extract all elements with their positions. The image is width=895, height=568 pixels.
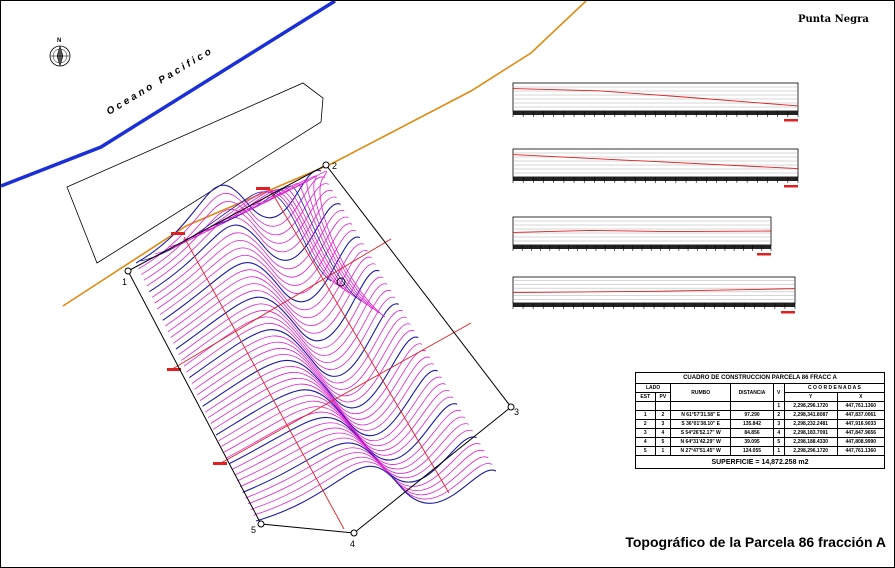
section-tag [167, 368, 181, 371]
col-rumbo: RUMBO [670, 383, 732, 402]
contour-line [191, 310, 403, 384]
contour-lines [135, 169, 497, 522]
col-v: V [772, 383, 785, 402]
contour-line [255, 465, 497, 522]
section-tag [213, 462, 227, 465]
vertex-label: 4 [350, 539, 355, 549]
contour-line [247, 449, 485, 505]
contour-line [266, 170, 386, 318]
contour-line [170, 256, 372, 338]
road-line [62, 1, 587, 307]
north-arrow-icon: N [49, 38, 71, 67]
contour-line [197, 323, 411, 397]
contour-line [146, 196, 337, 287]
vertex-label: 5 [251, 525, 256, 535]
construction-table: CUADRO DE CONSTRUCCION PARCELA 86 FRACC … [634, 372, 886, 469]
contour-line [215, 369, 438, 437]
col-distancia: DISTANCIA [730, 383, 774, 402]
contour-line [221, 383, 446, 447]
contour-line [159, 230, 357, 315]
profile-panel [512, 82, 799, 122]
contour-line [186, 296, 396, 373]
contour-line [223, 390, 450, 453]
section-tag [256, 187, 270, 190]
compass-north-label: N [57, 38, 61, 44]
section-line [270, 190, 450, 494]
contour-line [202, 336, 419, 409]
contour-line [210, 356, 431, 426]
parcel-boundary [127, 164, 512, 534]
vertex-label: 1 [122, 277, 127, 287]
vertex-label: 3 [514, 407, 519, 417]
col-pv: PV [654, 392, 672, 402]
contour-line [157, 223, 353, 310]
contour-line [167, 250, 368, 333]
col-x: X [836, 392, 886, 402]
profile-panel [512, 216, 772, 256]
section-lines [167, 187, 472, 530]
contour-line [151, 210, 345, 298]
contour-line [162, 236, 361, 321]
contour-line [213, 363, 434, 431]
contour-line [175, 270, 380, 350]
section-tag [171, 232, 185, 235]
contour-line [173, 263, 376, 344]
profile-panel [512, 276, 796, 314]
contour-line [218, 376, 442, 442]
section-line [168, 238, 392, 372]
contour-line [194, 316, 407, 390]
contour-line [205, 343, 423, 415]
contour-line [189, 303, 400, 379]
contour-line [138, 176, 326, 270]
vertex-label: 2 [332, 161, 337, 171]
col-lado: LADO [634, 383, 672, 393]
vertex-markers [124, 161, 515, 537]
section-line [183, 236, 345, 530]
place-name: Punta Negra [798, 14, 869, 25]
beach-zone-outline [66, 82, 324, 264]
ocean-shoreline [1, 1, 336, 188]
col-coordenadas: C O O R D E N A D A S [783, 383, 886, 393]
elevation-profiles [512, 82, 799, 314]
superficie-total: SUPERFICIE = 14,872.258 m2 [635, 455, 885, 469]
contour-line [181, 283, 388, 361]
contour-line [250, 456, 489, 510]
contour-line [143, 190, 333, 281]
col-y: Y [783, 392, 838, 402]
contour-line [199, 330, 415, 403]
profile-panel [512, 148, 799, 188]
col-est: EST [635, 392, 656, 402]
contour-line [135, 169, 322, 264]
table-caption: CUADRO DE CONSTRUCCION PARCELA 86 FRACC … [635, 372, 885, 384]
contour-line [141, 183, 329, 275]
table-row: 1 2,298,296.1720 447,761.1360 [635, 401, 886, 411]
section-line [220, 322, 472, 464]
contour-line [165, 243, 364, 327]
drawing-title: Topográfico de la Parcela 86 fracción A [625, 534, 886, 550]
contour-line [207, 350, 427, 420]
ocean-label: Oceano Pacifico [105, 45, 216, 118]
contour-line [183, 290, 392, 367]
